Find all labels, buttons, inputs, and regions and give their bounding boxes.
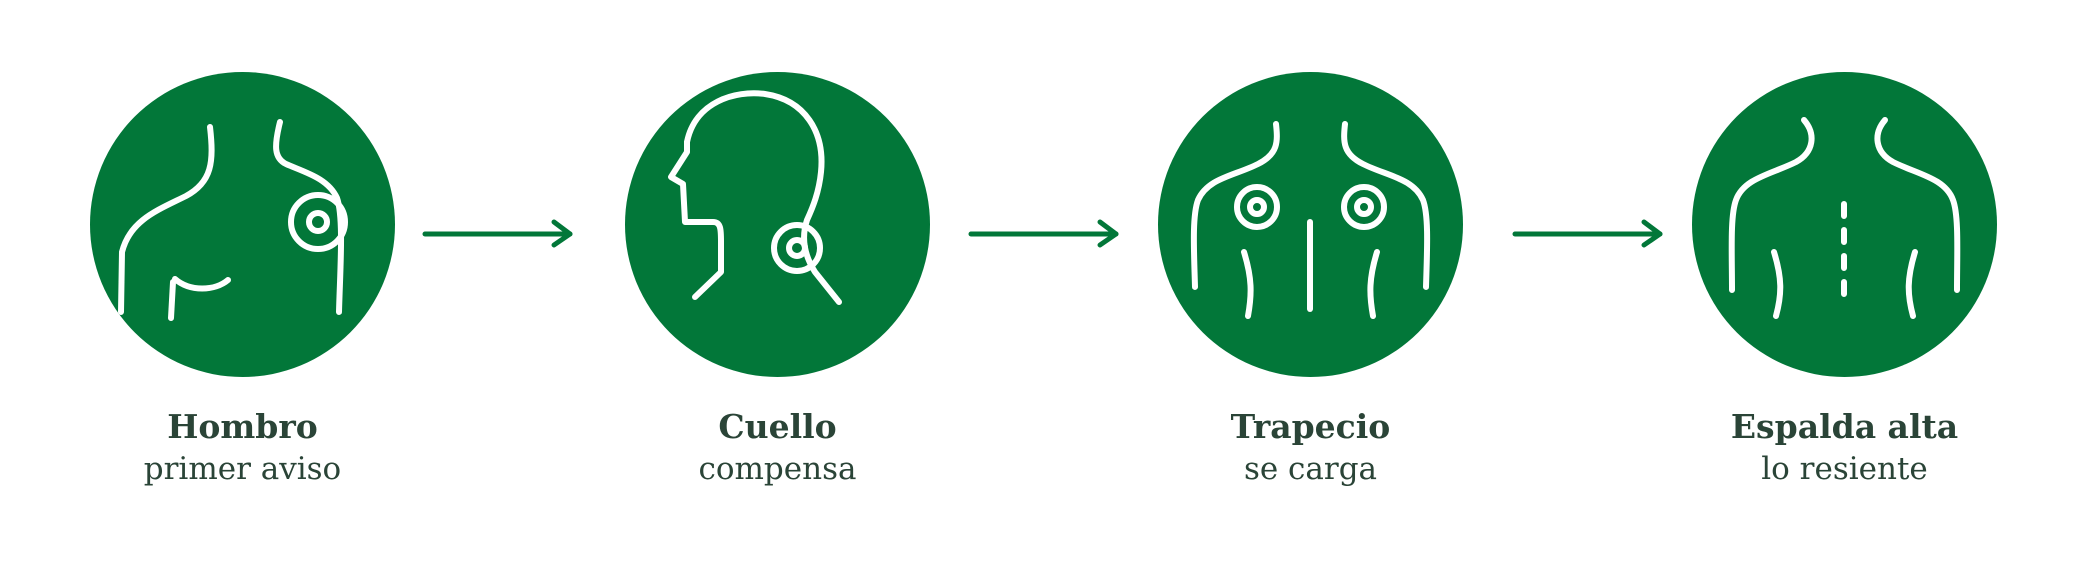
- step-title: Trapecio: [1230, 407, 1391, 446]
- step-shoulder: Hombro primer aviso: [90, 72, 395, 491]
- shoulder-icon: [118, 119, 348, 321]
- trapezius-icon: [1190, 121, 1431, 319]
- step-subtitle: lo resiente: [1761, 451, 1928, 487]
- step-subtitle: primer aviso: [143, 451, 342, 487]
- step-neck: Cuello compensa: [625, 72, 930, 491]
- arrow-right-icon: [1512, 219, 1663, 248]
- neck-icon: [668, 90, 842, 305]
- step-title: Hombro: [167, 407, 318, 446]
- arrow-right-icon: [968, 219, 1119, 248]
- step-title: Cuello: [718, 407, 837, 446]
- arrow-right-icon: [422, 219, 573, 248]
- step-subtitle: compensa: [698, 451, 857, 487]
- flow-arrow: [968, 214, 1124, 254]
- upper-back-icon: [1728, 117, 1961, 319]
- shoulder-icon-circle: [90, 72, 395, 377]
- step-subtitle: se carga: [1243, 451, 1378, 487]
- neck-icon-circle: [625, 72, 930, 377]
- flow-arrow: [1512, 214, 1668, 254]
- trapezius-icon-circle: [1158, 72, 1463, 377]
- flow-arrow: [422, 214, 578, 254]
- upper-back-icon-circle: [1692, 72, 1997, 377]
- step-title: Espalda alta: [1730, 407, 1959, 446]
- step-upper-back: Espalda alta lo resiente: [1692, 72, 1997, 491]
- step-trapezius: Trapecio se carga: [1158, 72, 1463, 491]
